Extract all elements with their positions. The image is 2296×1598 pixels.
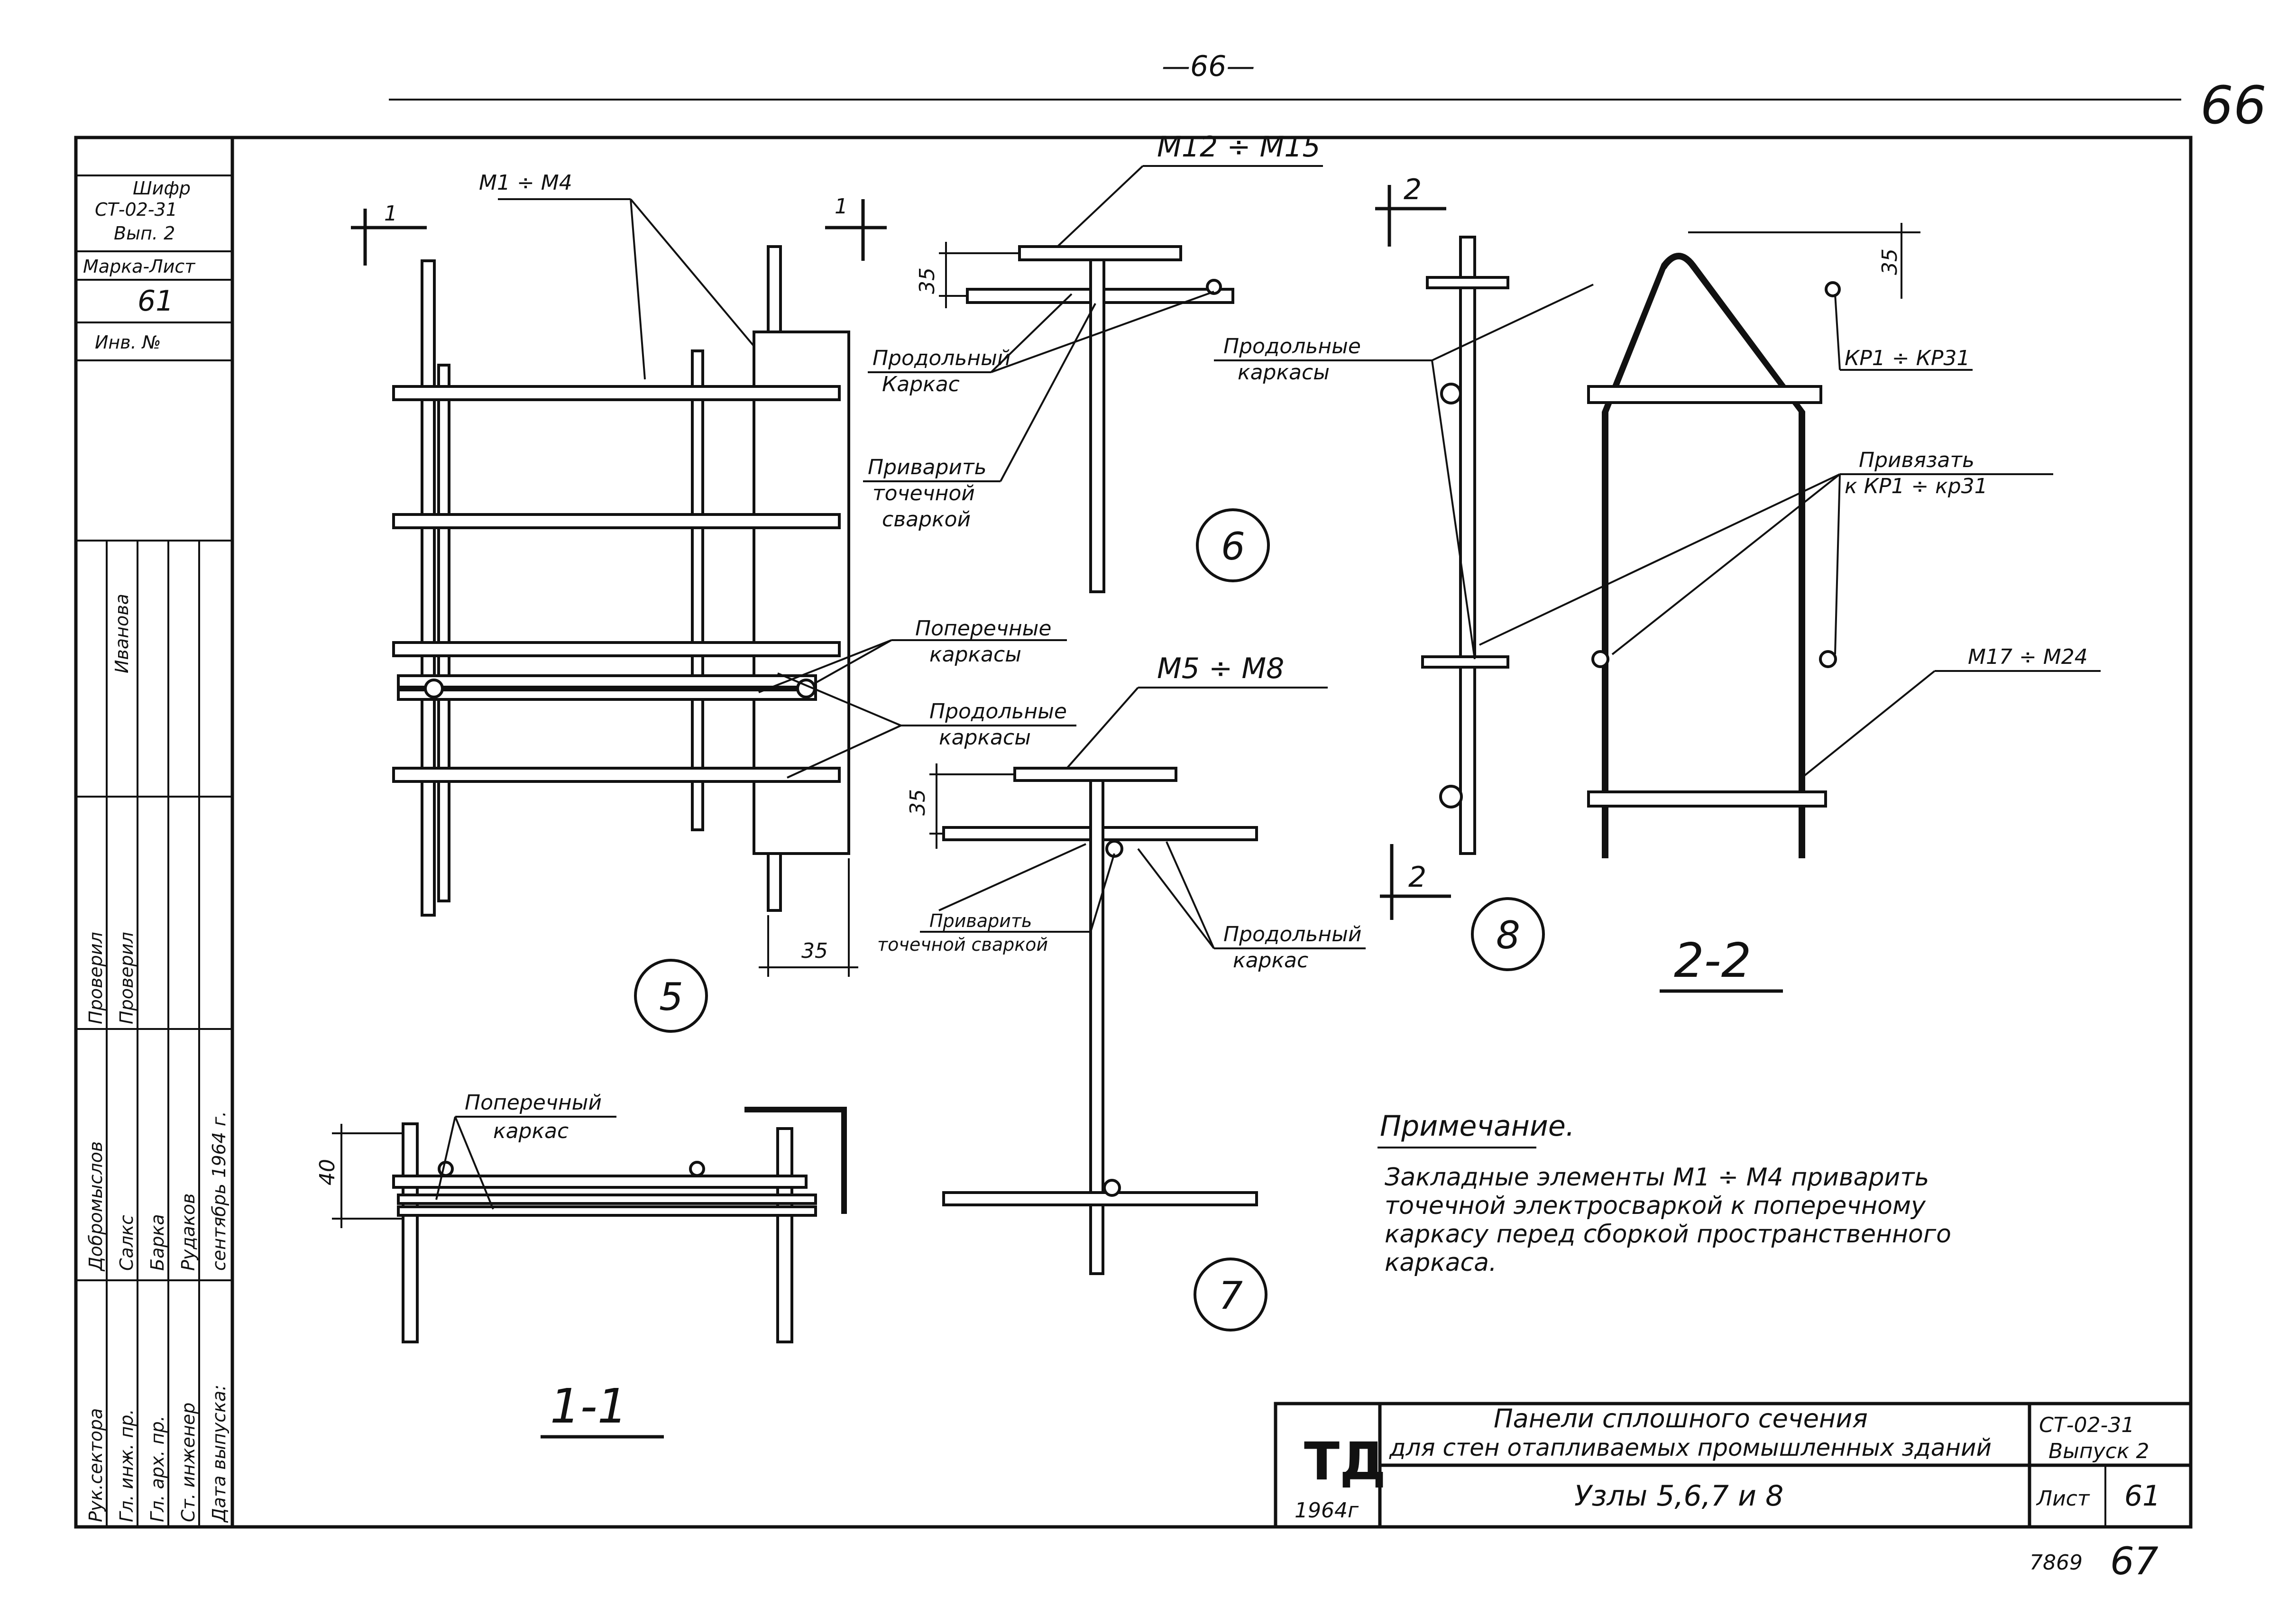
title-issue: Выпуск 2 — [2048, 1439, 2149, 1463]
dim-40-view11: 40 — [315, 1159, 340, 1185]
stamp-role-3: Гл. арх. пр. — [147, 1415, 168, 1522]
title-sheet-label: Лист — [2036, 1487, 2090, 1511]
stamp-name-5: сентябрь 1964 г. — [209, 1111, 230, 1271]
node-8-drawing: 2 2 35 Продольные каркасы КР1 ÷ КР31 При… — [1214, 173, 2101, 993]
label-poperechnye-a: Поперечные — [915, 616, 1051, 641]
label-kp1-kp31: КР1 ÷ КР31 — [1845, 346, 1970, 370]
node-7-marker: 7 — [1219, 1274, 1243, 1318]
note-line-4: каркаса. — [1385, 1249, 1497, 1277]
stamp-role-4: Ст. инженер — [178, 1403, 199, 1522]
stamp-proveril-1: Проверил — [85, 932, 106, 1024]
stamp-ivanova: Иванова — [111, 594, 132, 673]
stamp-issue: Вып. 2 — [114, 223, 175, 244]
title-year: 1964г — [1295, 1498, 1359, 1523]
label-prodolnye-5b: каркасы — [939, 726, 1031, 750]
label-privarit-7b: точечной сваркой — [877, 934, 1048, 955]
bottom-page: 67 — [2110, 1539, 2158, 1583]
title-series: СТ-02-31 — [2039, 1413, 2134, 1437]
bottom-code: 7869 — [2030, 1551, 2083, 1575]
node-8-marker: 8 — [1496, 913, 1520, 957]
dim-35-node5: 35 — [801, 939, 828, 963]
view-1-1-label: 1-1 — [550, 1378, 627, 1434]
stamp-name-4: Рудаков — [178, 1193, 199, 1271]
left-stamp-signatures: Иванова Проверил Проверил Рук.сектора Гл… — [76, 540, 232, 1527]
view-2-2-label: 2-2 — [1674, 933, 1751, 988]
label-m17-m24: М17 ÷ М24 — [1968, 645, 2088, 669]
label-privyazat-a: Привязать — [1859, 448, 1975, 472]
stamp-role-1: Рук.сектора — [85, 1408, 106, 1522]
label-m12-m15: М12 ÷ М15 — [1157, 130, 1321, 164]
corner-number: 66 — [2200, 75, 2267, 136]
dim-35-node7: 35 — [906, 789, 930, 816]
stamp-name-2: Салкс — [116, 1215, 137, 1271]
stamp-name-3: Барка — [147, 1214, 168, 1271]
label-prodolnye-8a: Продольные — [1223, 334, 1361, 358]
title-line-1: Панели сплошного сечения — [1494, 1404, 1868, 1433]
view-1-1-drawing: 40 Поперечный каркас 1-1 — [315, 1091, 847, 1439]
stamp-proveril-2: Проверил — [116, 932, 137, 1024]
label-privarit-7a: Приварить — [929, 910, 1032, 931]
stamp-role-5: Дата выпуска: — [209, 1385, 230, 1523]
title-block: ТД 1964г Панели сплошного сечения для ст… — [1274, 1402, 2193, 1529]
node-7-drawing: 35 М5 ÷ М8 Приварить точечной сваркой Пр… — [877, 652, 1366, 1332]
label-privarit-6c: сваркой — [882, 507, 971, 532]
stamp-name-1: Добромыслов — [85, 1141, 106, 1272]
label-m1-m4: М1 ÷ М4 — [479, 171, 572, 195]
label-privarit-6a: Приварить — [868, 455, 987, 479]
note-block: Примечание. Закладные элементы М1 ÷ М4 п… — [1378, 1110, 1951, 1277]
node-6-drawing: 35 М12 ÷ М15 Продольный Каркас Приварить… — [863, 130, 1323, 593]
note-line-1: Закладные элементы М1 ÷ М4 приварить — [1385, 1163, 1929, 1192]
note-line-3: каркасу перед сборкой пространственного — [1385, 1220, 1951, 1249]
top-page-number: —66— — [1162, 50, 1255, 83]
label-poperechny-11a: Поперечный — [465, 1091, 602, 1115]
label-prodolny-7b: каркас — [1233, 948, 1308, 973]
label-poperechnye-b: каркасы — [929, 643, 1021, 667]
label-prodolnye-8b: каркасы — [1238, 360, 1330, 385]
node-5-marker: 5 — [659, 975, 683, 1019]
title-logo: ТД — [1304, 1431, 1386, 1492]
stamp-sheet-no: 61 — [138, 285, 174, 318]
label-m5-m8: М5 ÷ М8 — [1157, 652, 1284, 685]
stamp-mark: Марка-Лист — [83, 256, 196, 277]
node-5-drawing: 1 1 М1 ÷ М4 Поперечные каркасы Продольны… — [351, 171, 1076, 1033]
label-privyazat-b: к КР1 ÷ кр31 — [1845, 474, 1988, 498]
stamp-series: СТ-02-31 — [95, 199, 177, 220]
section-mark-1-right: 1 — [835, 194, 848, 219]
node-6-marker: 6 — [1221, 524, 1245, 569]
stamp-role-2: Гл. инж. пр. — [116, 1409, 137, 1522]
note-line-2: точечной электросваркой к поперечному — [1385, 1192, 1926, 1220]
label-prodolnye-5a: Продольные — [929, 699, 1067, 724]
label-privarit-6b: точечной — [872, 481, 975, 505]
title-subject: Узлы 5,6,7 и 8 — [1574, 1479, 1783, 1513]
section-mark-2-top: 2 — [1404, 173, 1422, 206]
section-mark-1-left: 1 — [384, 202, 397, 226]
stamp-inv: Инв. № — [95, 332, 161, 353]
label-prodolny-6b: Каркас — [882, 372, 960, 396]
label-poperechny-11b: каркас — [493, 1119, 569, 1143]
sheet-frame — [74, 136, 2193, 1529]
dim-35-node6: 35 — [915, 267, 939, 294]
dim-35-section22: 35 — [1878, 248, 1902, 275]
stamp-shifr: Шифр — [133, 178, 191, 199]
note-title: Примечание. — [1380, 1110, 1575, 1143]
title-line-2: для стен отапливаемых промышленных здани… — [1389, 1434, 1992, 1461]
label-prodolny-7a: Продольный — [1223, 922, 1361, 946]
left-stamp-top: Шифр СТ-02-31 Вып. 2 Марка-Лист 61 Инв. … — [76, 174, 232, 361]
section-mark-2-bottom: 2 — [1408, 861, 1426, 894]
label-prodolny-6a: Продольный — [872, 346, 1010, 370]
title-sheet-no: 61 — [2124, 1479, 2160, 1513]
